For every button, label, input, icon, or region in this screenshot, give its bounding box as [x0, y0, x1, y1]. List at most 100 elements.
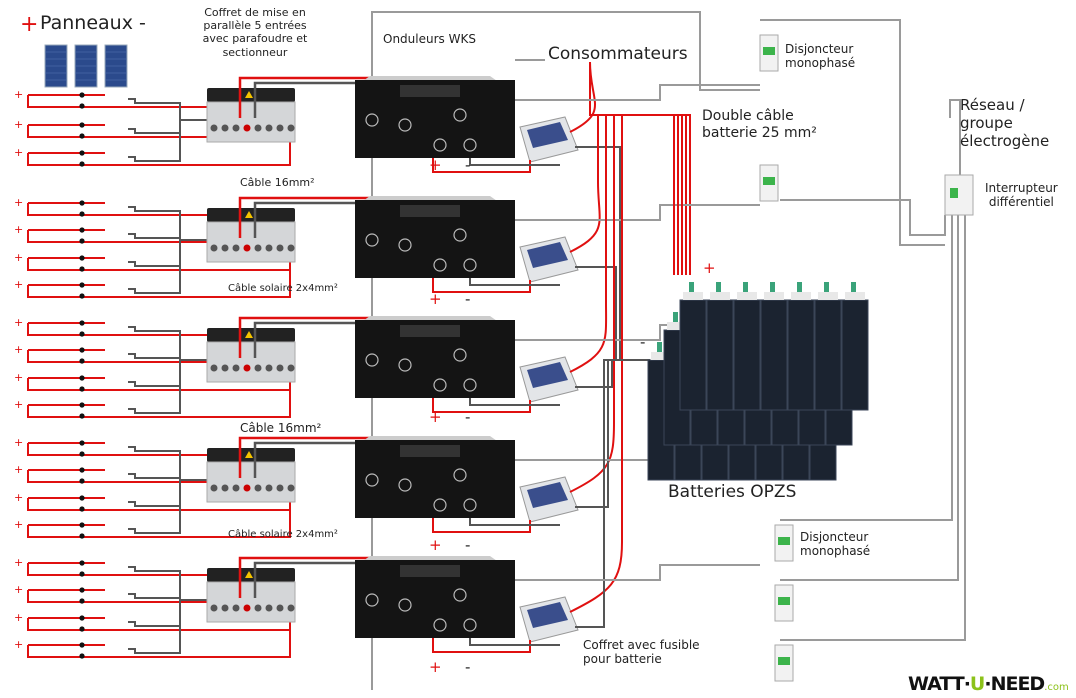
inverter-plus-sign: + — [429, 536, 442, 554]
inverter-connector — [433, 498, 447, 512]
battery-terminal — [797, 282, 802, 292]
battery-cell — [679, 299, 707, 411]
inverter-connector — [463, 378, 477, 392]
battery-positive-cable — [569, 114, 683, 373]
breaker-bottom-label: Disjoncteur monophasé — [800, 530, 870, 559]
grid-label: Réseau / groupe électrogène — [960, 96, 1049, 150]
inverter-minus-sign: - — [465, 536, 471, 554]
ellipsis-dot — [79, 122, 85, 128]
opzs-battery-bank — [647, 282, 869, 481]
combiner-box — [206, 568, 296, 623]
combiner-terminal — [265, 364, 273, 372]
ellipsis-dot — [79, 413, 85, 419]
combiner-terminal — [221, 484, 229, 492]
battery-negative-cable — [575, 266, 650, 361]
battery-negative-wire — [469, 398, 560, 406]
ellipsis-dot — [79, 587, 85, 593]
inverter-connector — [433, 258, 447, 272]
string-plus-sign: + — [14, 556, 23, 569]
combiner-terminal — [232, 124, 240, 132]
battery-terminal — [824, 282, 829, 292]
label-line: groupe — [960, 114, 1013, 132]
cable-16-label: Câble 16mm² — [240, 176, 315, 189]
warning-icon — [245, 571, 253, 578]
inverter-connector — [365, 353, 379, 367]
inverter-connector — [453, 588, 467, 602]
title-panels: Panneaux - — [40, 12, 146, 34]
combiner-terminal — [276, 244, 284, 252]
string-plus-sign: + — [14, 371, 23, 384]
ellipsis-dot — [79, 103, 85, 109]
differential-body — [944, 174, 974, 216]
ellipsis-dot — [79, 358, 85, 364]
negative-string-wire — [128, 479, 215, 507]
ellipsis-dot — [79, 402, 85, 408]
inverter-connector — [433, 138, 447, 152]
battery-cell — [733, 299, 761, 411]
combiner-body — [206, 101, 296, 143]
ellipsis-dot — [79, 451, 85, 457]
ellipsis-dot — [79, 293, 85, 299]
ellipsis-dot — [79, 626, 85, 632]
combiner-terminal — [265, 244, 273, 252]
fuse-box-window — [527, 602, 568, 628]
inverter-connector — [433, 378, 447, 392]
negative-string-wire — [128, 359, 215, 387]
inverters-label: Onduleurs WKS — [383, 32, 476, 46]
label-line: Coffret avec fusible — [583, 638, 700, 652]
combiner-terminal — [254, 604, 262, 612]
combiner-label-line: Coffret de mise en — [204, 6, 306, 19]
combiner-box — [206, 448, 296, 503]
combiner-terminal — [210, 484, 218, 492]
inverter-connector — [398, 238, 412, 252]
watt-u-need-logo: WATT·U·NEED.com — [908, 673, 1069, 695]
circuit-breaker — [774, 644, 794, 682]
string-plus-sign: + — [14, 436, 23, 449]
negative-string-wire — [128, 119, 215, 134]
string-plus-sign: + — [14, 196, 23, 209]
positive-string-wire — [27, 475, 291, 538]
combiner-terminal — [276, 124, 284, 132]
battery-cap — [791, 292, 811, 300]
combiner-label-line: avec parafoudre et — [202, 32, 308, 46]
ac-output-wire — [515, 564, 760, 581]
inverter-wks — [355, 316, 515, 398]
differential-toggle — [950, 188, 958, 198]
ellipsis-dot — [79, 211, 85, 217]
ellipsis-dot — [79, 375, 85, 381]
title-plus: + — [20, 12, 39, 37]
combiner-body — [206, 461, 296, 503]
combiner-label-line: sectionneur — [222, 45, 288, 59]
solar-panel — [104, 44, 128, 88]
negative-string-wire — [128, 599, 215, 654]
inverter-minus-sign: - — [465, 658, 471, 676]
string-plus-sign: + — [14, 343, 23, 356]
combiner-terminal — [287, 364, 295, 372]
battery-fuse-box — [519, 236, 579, 283]
ac-wire — [780, 199, 966, 641]
combiner-terminal — [210, 244, 218, 252]
battery-negative-wire — [469, 278, 560, 286]
negative-string-wire — [128, 239, 215, 294]
inverter-connector — [453, 468, 467, 482]
inverter-plus-sign: + — [429, 658, 442, 676]
ellipsis-dot — [79, 571, 85, 577]
combiner-box — [206, 208, 296, 263]
inverter-connector — [433, 618, 447, 632]
combiner-terminal — [254, 244, 262, 252]
combiner-terminal — [210, 604, 218, 612]
ellipsis-dot — [79, 331, 85, 337]
logo-part: WATT· — [908, 673, 971, 695]
battery-cell — [760, 299, 788, 411]
differential-switch — [944, 174, 974, 216]
ellipsis-dot — [79, 440, 85, 446]
string-plus-sign: + — [14, 88, 23, 101]
negative-string-wire — [128, 599, 215, 627]
logo-part: ·NEED — [984, 673, 1045, 695]
battery-negative-cable — [575, 359, 650, 388]
inverter-connector — [398, 478, 412, 492]
combiner-terminal — [276, 364, 284, 372]
string-plus-sign: + — [14, 223, 23, 236]
negative-string-wire — [128, 98, 215, 121]
